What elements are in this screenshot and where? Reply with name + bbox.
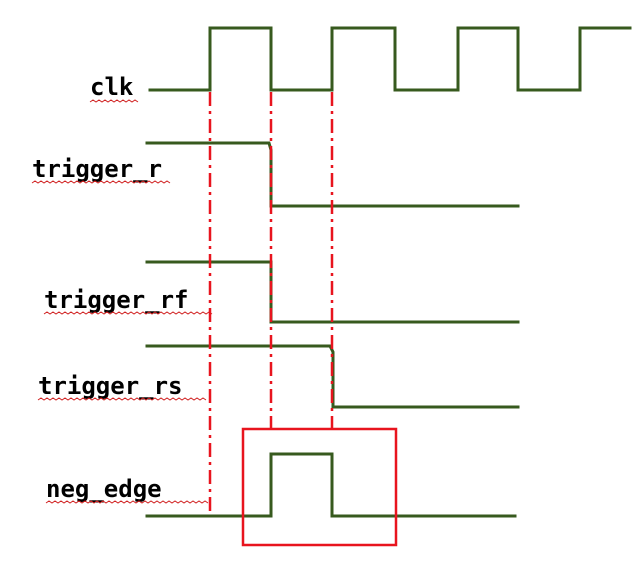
squiggle-trigger-r <box>31 180 171 184</box>
squiggle-neg-edge <box>45 500 209 504</box>
label-trigger-r: trigger_r <box>32 155 162 183</box>
waveform-neg-edge <box>145 452 517 518</box>
waveform-trigger-rs <box>145 344 520 409</box>
label-trigger-rs: trigger_rs <box>38 372 183 400</box>
label-neg-edge: neg_edge <box>46 475 162 503</box>
squiggle-clk <box>89 99 139 103</box>
squiggle-trigger-rf <box>43 311 213 315</box>
waveform-clk <box>148 26 632 92</box>
label-trigger-rf: trigger_rf <box>44 286 189 314</box>
label-clk: clk <box>90 73 134 101</box>
squiggle-trigger-rs <box>37 397 207 401</box>
highlight-box <box>241 427 398 547</box>
